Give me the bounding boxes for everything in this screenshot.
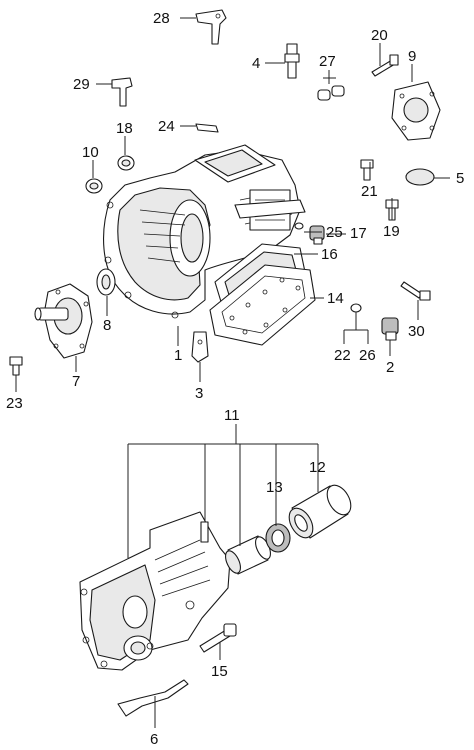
clip-24 bbox=[195, 123, 219, 133]
callout-25: 25 bbox=[326, 224, 343, 241]
o-ring-25 bbox=[294, 222, 304, 230]
callout-14: 14 bbox=[327, 290, 344, 307]
callout-29: 29 bbox=[73, 76, 90, 93]
callout-3: 3 bbox=[195, 385, 203, 402]
leader-lines bbox=[15, 17, 450, 728]
callout-6: 6 bbox=[150, 731, 158, 748]
extension-housing-12 bbox=[288, 484, 352, 539]
callout-18: 18 bbox=[116, 120, 133, 137]
callout-11: 11 bbox=[224, 407, 240, 424]
bolt-15 bbox=[199, 623, 237, 653]
spring-6 bbox=[117, 679, 189, 717]
bolt-23 bbox=[9, 356, 23, 376]
bolt-30 bbox=[400, 281, 431, 301]
seal-10 bbox=[85, 178, 103, 194]
callout-5: 5 bbox=[456, 170, 464, 187]
callout-19: 19 bbox=[383, 223, 400, 240]
callout-21: 21 bbox=[361, 183, 378, 200]
callout-10: 10 bbox=[82, 144, 99, 161]
sleeve bbox=[225, 535, 271, 575]
callout-1: 1 bbox=[174, 347, 182, 364]
oil-pan-gasket bbox=[209, 243, 316, 346]
callout-30: 30 bbox=[408, 323, 425, 340]
callout-17: 17 bbox=[350, 225, 367, 242]
lever-3 bbox=[191, 331, 209, 363]
callout-20: 20 bbox=[371, 27, 388, 44]
stud bbox=[200, 521, 209, 543]
callout-27: 27 bbox=[319, 53, 336, 70]
callout-2: 2 bbox=[386, 359, 394, 376]
callout-13: 13 bbox=[266, 479, 283, 496]
callout-15: 15 bbox=[211, 663, 228, 680]
bolt-20 bbox=[371, 54, 399, 77]
bearing-retainer-7 bbox=[34, 283, 93, 359]
callout-22: 22 bbox=[334, 347, 351, 364]
callout-9: 9 bbox=[408, 48, 416, 65]
callout-4: 4 bbox=[252, 55, 260, 72]
bearing-13 bbox=[265, 523, 291, 553]
bracket-28 bbox=[195, 9, 227, 45]
callout-23: 23 bbox=[6, 395, 23, 412]
seal-18 bbox=[117, 155, 135, 171]
bracket-29 bbox=[111, 77, 133, 107]
callout-26: 26 bbox=[359, 347, 376, 364]
filler-plug-2 bbox=[381, 317, 399, 341]
callout-16: 16 bbox=[321, 246, 338, 263]
dowel-pins-27 bbox=[317, 85, 345, 101]
callout-12: 12 bbox=[309, 459, 326, 476]
bolt-21 bbox=[360, 159, 374, 181]
o-ring-22-26 bbox=[350, 303, 362, 313]
plug-cap-5 bbox=[405, 168, 435, 186]
callout-24: 24 bbox=[158, 118, 175, 135]
breather-plug-4 bbox=[284, 43, 300, 79]
callout-labels: 28 4 27 20 9 29 18 24 10 21 5 19 25 17 1… bbox=[6, 10, 464, 748]
clutch-housing bbox=[103, 144, 306, 319]
callout-7: 7 bbox=[72, 373, 80, 390]
drain-plug-17 bbox=[309, 225, 325, 245]
callout-28: 28 bbox=[153, 10, 170, 27]
transmission-case bbox=[79, 511, 231, 671]
oil-seal-8 bbox=[96, 268, 116, 296]
callout-8: 8 bbox=[103, 317, 111, 334]
bearing-cover-9 bbox=[391, 81, 441, 141]
